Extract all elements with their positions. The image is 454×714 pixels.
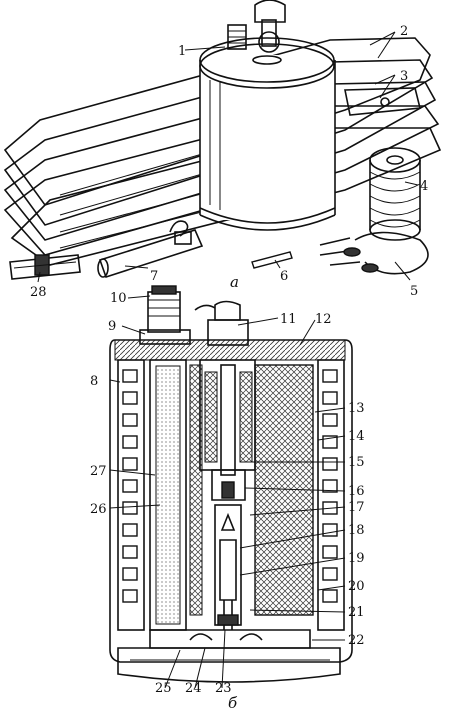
label-5: 5 [410, 284, 418, 299]
label-15: 15 [348, 455, 365, 470]
clip-set [319, 231, 429, 275]
label-1: 1 [178, 44, 186, 59]
wire-coil [369, 147, 421, 241]
label-8: 8 [90, 374, 98, 389]
label-13: 13 [348, 401, 365, 416]
label-21: 21 [348, 605, 365, 620]
leader-lines [37, 31, 419, 689]
label-12: 12 [315, 312, 332, 327]
label-25: 25 [155, 681, 172, 696]
figure-b-cross-section [109, 285, 353, 683]
label-24: 24 [185, 681, 202, 696]
label-20: 20 [348, 579, 365, 594]
label-18: 18 [348, 523, 365, 538]
igniter-tube [97, 220, 204, 279]
figure-a-labels: 1 2 3 4 5 6 7 28 а [30, 24, 428, 300]
label-2: 2 [400, 24, 408, 39]
caption-b: б [228, 694, 238, 712]
label-19: 19 [348, 551, 365, 566]
label-27: 27 [90, 464, 107, 479]
label-28: 28 [30, 285, 47, 300]
label-6: 6 [280, 269, 288, 284]
small-rod [251, 251, 293, 269]
label-17: 17 [348, 500, 365, 515]
label-11: 11 [280, 312, 297, 327]
label-14: 14 [348, 429, 365, 444]
top-fittings [139, 285, 249, 346]
label-9: 9 [108, 319, 116, 334]
caption-a: а [230, 273, 239, 291]
figure-b-labels: 8 9 10 11 12 13 14 15 16 17 18 19 20 21 … [90, 291, 365, 712]
label-22: 22 [348, 633, 365, 648]
left-filled-tube [149, 359, 187, 631]
right-cell-stack [317, 359, 345, 631]
central-column [199, 359, 256, 630]
label-10: 10 [110, 291, 127, 306]
label-4: 4 [420, 179, 428, 194]
label-16: 16 [348, 484, 365, 499]
label-7: 7 [150, 269, 158, 284]
cylinder-body [199, 0, 336, 231]
label-23: 23 [215, 681, 232, 696]
label-26: 26 [90, 502, 107, 517]
figure-a-external-view [3, 0, 442, 280]
label-3: 3 [400, 69, 408, 84]
left-cell-stack [117, 359, 145, 631]
wooden-stakes [3, 37, 442, 266]
strap [9, 254, 81, 280]
